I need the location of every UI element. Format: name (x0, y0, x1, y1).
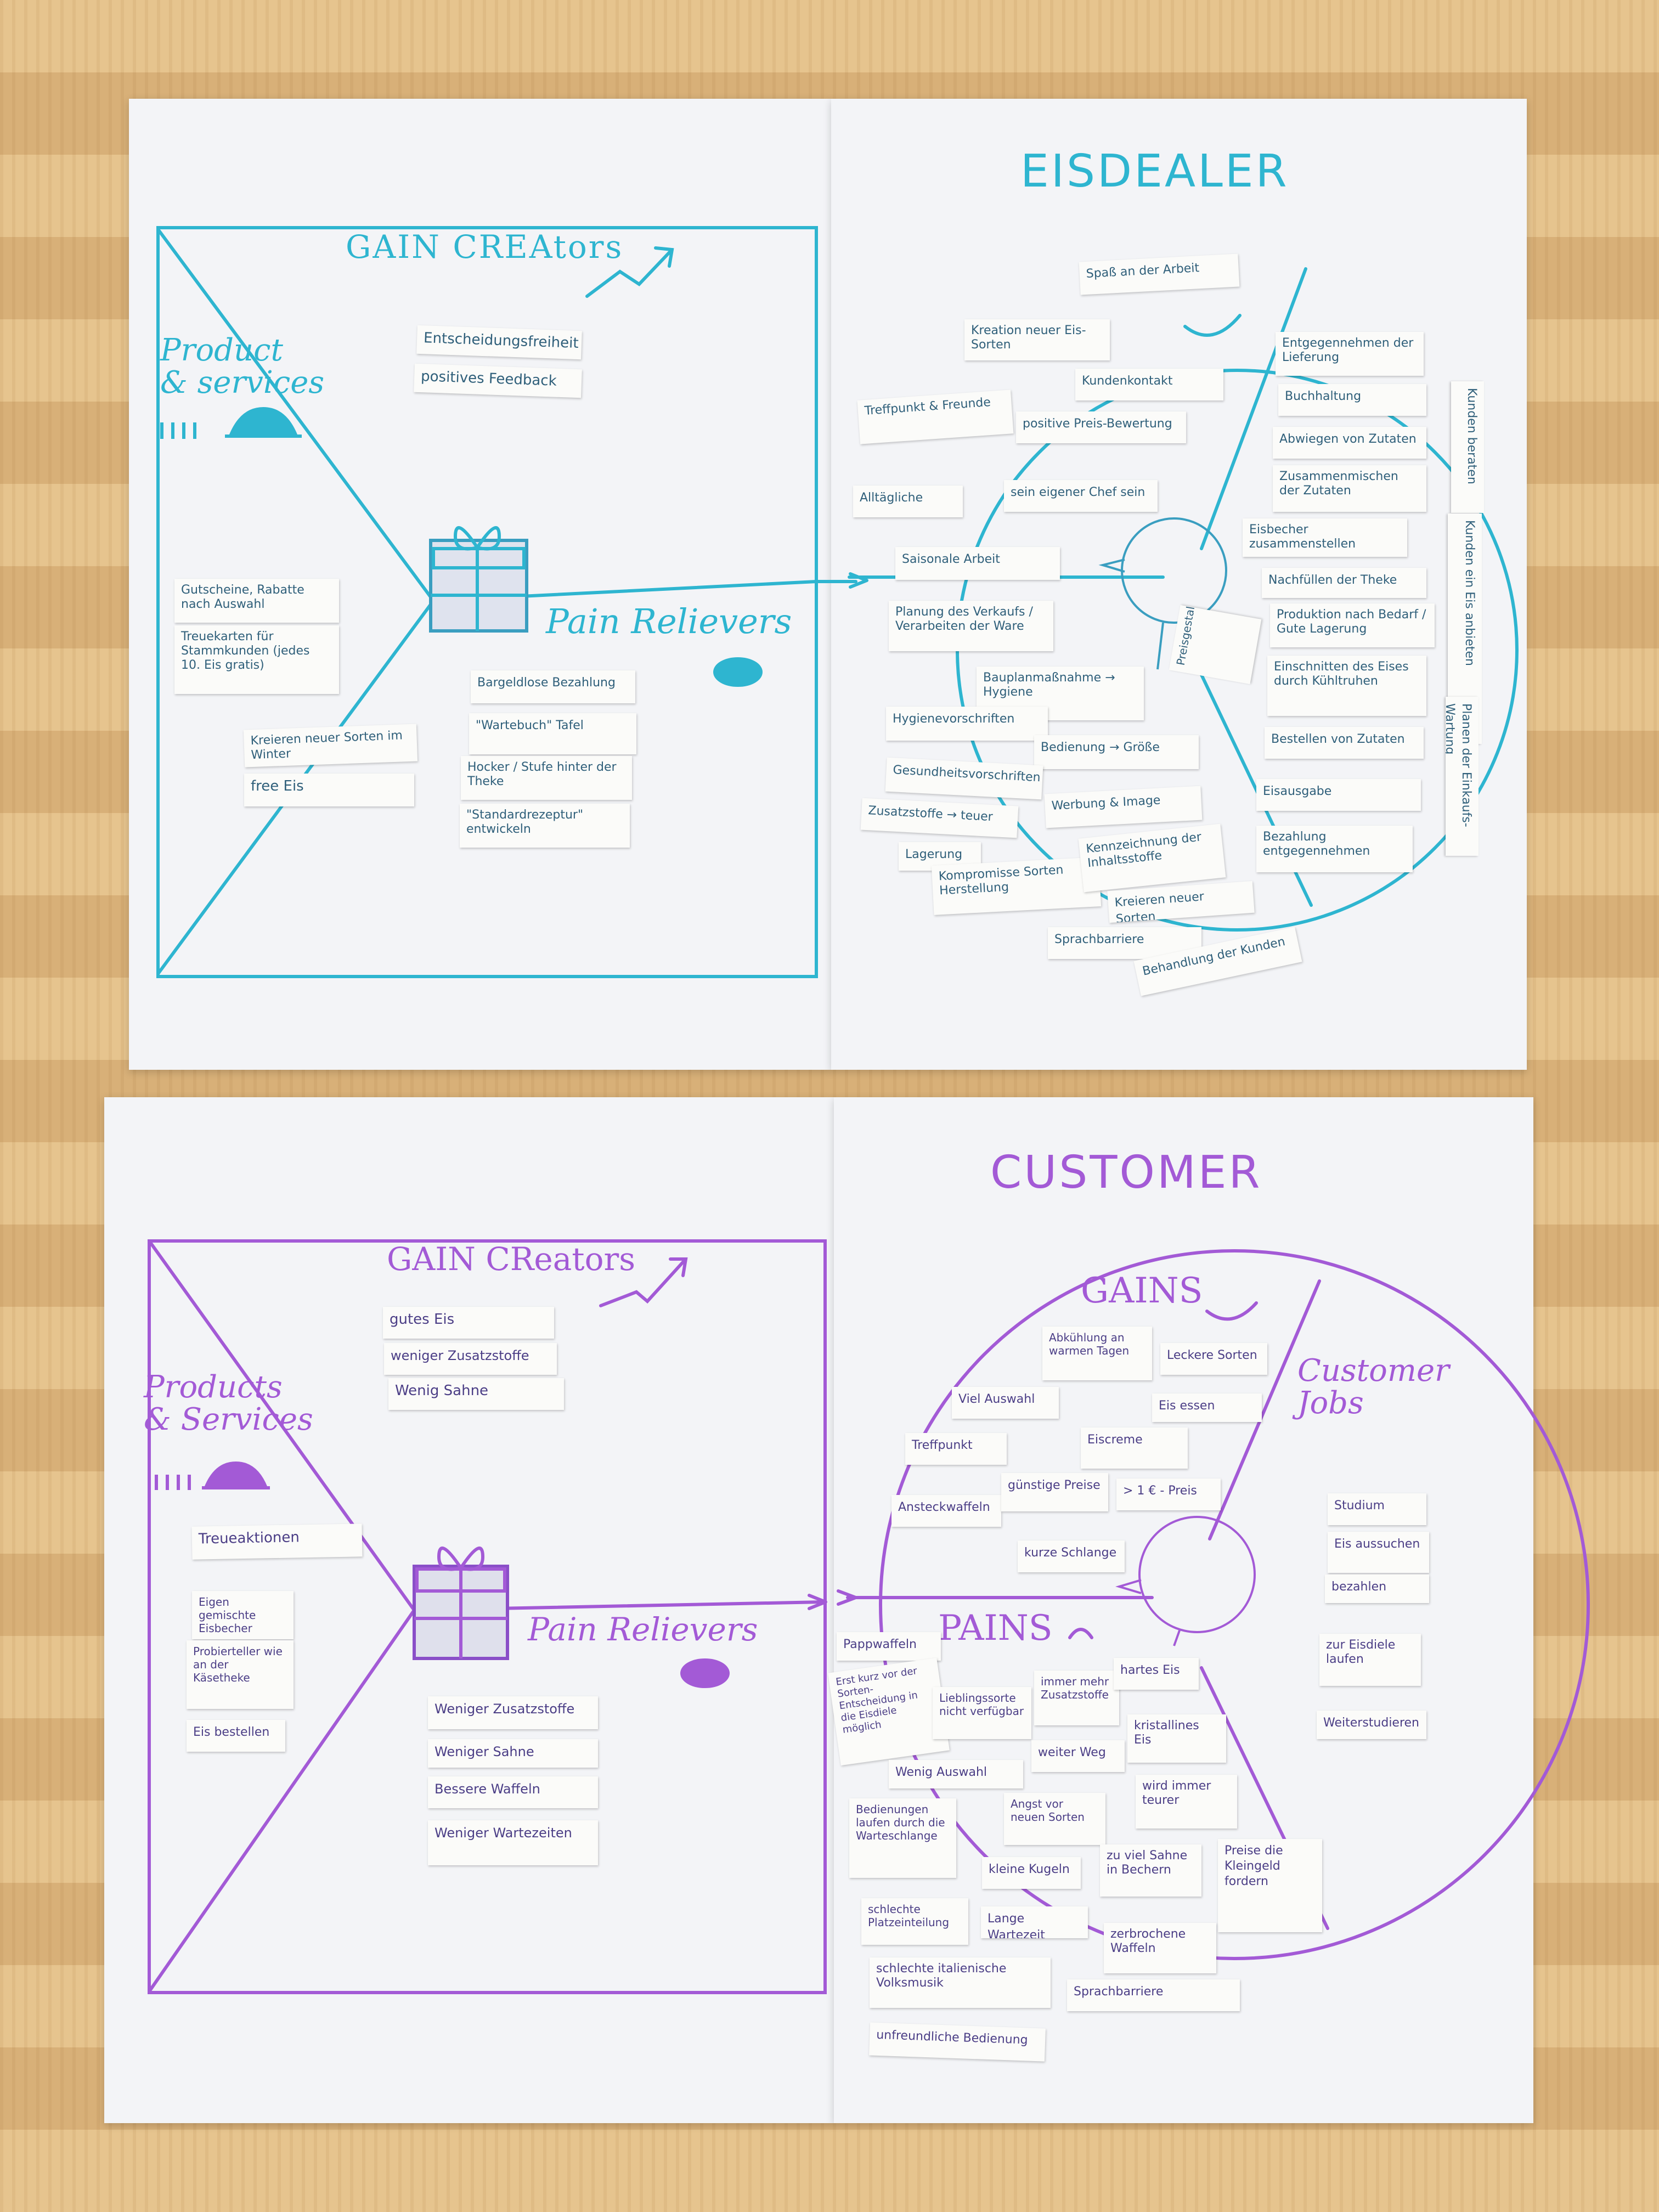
sticky-note: Bauplanmaßnahme → Hygiene (977, 667, 1144, 720)
sticky-note: kleine Kugeln (982, 1857, 1081, 1889)
sticky-note: wird immer teurer (1136, 1775, 1237, 1829)
sticky-note: Kompromisse Sorten Herstellung (931, 857, 1102, 915)
bottom-gains-label: GAINS (1081, 1271, 1203, 1311)
sticky-note: Einschnitten des Eises durch Kühltruhen (1267, 656, 1426, 716)
sticky-note: immer mehr Zusatzstoffe (1034, 1671, 1119, 1725)
sticky-note: Bedienungen laufen durch die Warteschlan… (849, 1798, 956, 1878)
sticky-note: > 1 € - Preis (1116, 1479, 1221, 1510)
bottom-pain-relievers-label: Pain Relievers (528, 1611, 758, 1648)
sticky-note: Erst kurz vor der Sorten-Entscheidung in… (828, 1657, 950, 1766)
bottom-gain-creators-label: GAIN CReators (387, 1240, 635, 1278)
sticky-note: Saisonale Arbeit (895, 547, 1060, 580)
sticky-note: Kreieren neuer Sorten im Winter (243, 724, 418, 768)
sticky-note: Weiterstudieren (1317, 1711, 1426, 1739)
sticky-note: sein eigener Chef sein (1004, 480, 1158, 512)
sticky-note: positive Preis-Bewertung (1016, 411, 1186, 443)
sticky-note: Studium (1328, 1493, 1426, 1525)
sticky-note: Pappwaffeln (837, 1632, 941, 1661)
sticky-note: Preise die Kleingeld fordern (1218, 1839, 1322, 1932)
sticky-note: "Standardrezeptur" entwickeln (460, 804, 630, 848)
sticky-note: Ansteckwaffeln (891, 1495, 1001, 1527)
sticky-note: schlechte Platzeinteilung (861, 1898, 968, 1945)
sticky-note: Eis essen (1152, 1393, 1262, 1422)
sticky-note: Zusammenmischen der Zutaten (1273, 465, 1426, 512)
sticky-note: weiter Weg (1031, 1740, 1125, 1772)
sticky-note: Leckere Sorten (1160, 1343, 1267, 1375)
bottom-products-label: Products & Services (144, 1369, 313, 1437)
sticky-note: Bedienung → Größe (1034, 735, 1199, 769)
sticky-note: Eisbecher zusammenstellen (1243, 518, 1407, 557)
bottom-board-title: CUSTOMER (990, 1147, 1262, 1199)
bottom-customer-jobs-label: Customer Jobs (1297, 1353, 1449, 1421)
sticky-note: Probierteller wie an der Käsetheke (187, 1640, 294, 1709)
sticky-note: schlechte italienische Volksmusik (870, 1957, 1051, 2008)
sticky-note: gutes Eis (383, 1307, 554, 1339)
sticky-note: Entscheidungsfreiheit (416, 325, 582, 360)
sticky-note: Sprachbarriere (1048, 927, 1201, 959)
sticky-note: Produktion nach Bedarf / Gute Lagerung (1270, 603, 1435, 647)
sticky-note: Hygienevorschriften (886, 707, 1048, 741)
sticky-note: Weniger Sahne (428, 1739, 598, 1768)
sticky-note: Eigen gemischte Eisbecher (192, 1591, 294, 1639)
sticky-note: Planen der Einkaufs-Wartung (1446, 697, 1479, 856)
sticky-note: Weniger Wartezeiten (428, 1820, 598, 1865)
sticky-note: Eisausgabe (1256, 779, 1421, 811)
sticky-note: Wenig Sahne (388, 1378, 564, 1410)
sticky-note: Bessere Waffeln (428, 1776, 598, 1808)
top-products-label: Product & services (160, 332, 325, 400)
sticky-note: Treueaktionen (191, 1523, 363, 1560)
sticky-note: weniger Zusatzstoffe (384, 1343, 557, 1375)
sticky-note: Abwiegen von Zutaten (1273, 427, 1426, 459)
sticky-note: positives Feedback (414, 363, 582, 398)
sticky-note: hartes Eis (1114, 1658, 1199, 1690)
sticky-note: bezahlen (1325, 1575, 1429, 1603)
sticky-note: Buchhaltung (1278, 384, 1426, 416)
sticky-note: Eis bestellen (187, 1720, 285, 1752)
sticky-note: Bezahlung entgegennehmen (1256, 826, 1413, 872)
sticky-note: Viel Auswahl (952, 1387, 1059, 1419)
sticky-note: free Eis (244, 774, 414, 806)
sticky-note: zu viel Sahne in Bechern (1100, 1844, 1201, 1897)
top-gain-creators-label: GAIN CREAtors (346, 228, 624, 266)
sticky-note: Hocker / Stufe hinter der Theke (461, 756, 632, 800)
sticky-note: Entgegennehmen der Lieferung (1276, 332, 1424, 376)
sticky-note: Angst vor neuen Sorten (1004, 1793, 1105, 1845)
sticky-note: Weniger Zusatzstoffe (428, 1696, 598, 1729)
sticky-note: "Wartebuch" Tafel (469, 713, 636, 754)
sticky-note: günstige Preise (1001, 1473, 1108, 1511)
top-pain-relievers-label: Pain Relievers (546, 601, 792, 641)
sticky-note: kurze Schlange (1018, 1541, 1125, 1572)
sticky-note: Bargeldlose Bezahlung (471, 670, 635, 703)
sticky-note: Kundenkontakt (1075, 369, 1223, 400)
sticky-note: zerbrochene Waffeln (1104, 1923, 1216, 1973)
sticky-note: Lieblingssorte nicht verfügbar (933, 1687, 1031, 1739)
sticky-note: unfreundliche Bedienung (869, 2022, 1046, 2062)
sticky-note: Wenig Auswahl (889, 1760, 1023, 1788)
sticky-note: Preisgestaltung (1169, 605, 1262, 685)
top-board-title: EISDEALER (1020, 145, 1289, 198)
sticky-note: kristallines Eis (1127, 1714, 1226, 1763)
sticky-note: Treuekarten für Stammkunden (jedes 10. E… (174, 625, 339, 694)
sticky-note: Lange Wartezeit (981, 1906, 1088, 1938)
sticky-note: Gutscheine, Rabatte nach Auswahl (174, 579, 339, 623)
sticky-note: Treffpunkt (905, 1433, 1007, 1465)
sticky-note: Planung des Verkaufs / Verarbeiten der W… (889, 601, 1053, 651)
sticky-note: Kreation neuer Eis-Sorten (964, 319, 1110, 360)
bottom-pains-label: PAINS (938, 1608, 1053, 1649)
sticky-note: Abkühlung an warmen Tagen (1042, 1327, 1152, 1380)
sticky-note: Bestellen von Zutaten (1265, 727, 1424, 759)
sticky-note: Kunden beraten (1451, 381, 1484, 513)
sticky-note: zur Eisdiele laufen (1319, 1634, 1421, 1686)
sticky-note: Sprachbarriere (1067, 1979, 1240, 2011)
sticky-note: Eiscreme (1081, 1427, 1188, 1469)
sticky-note: Alltägliche (853, 486, 963, 517)
sticky-note: Eis aussuchen (1328, 1532, 1429, 1573)
sticky-note: Nachfüllen der Theke (1262, 568, 1426, 598)
